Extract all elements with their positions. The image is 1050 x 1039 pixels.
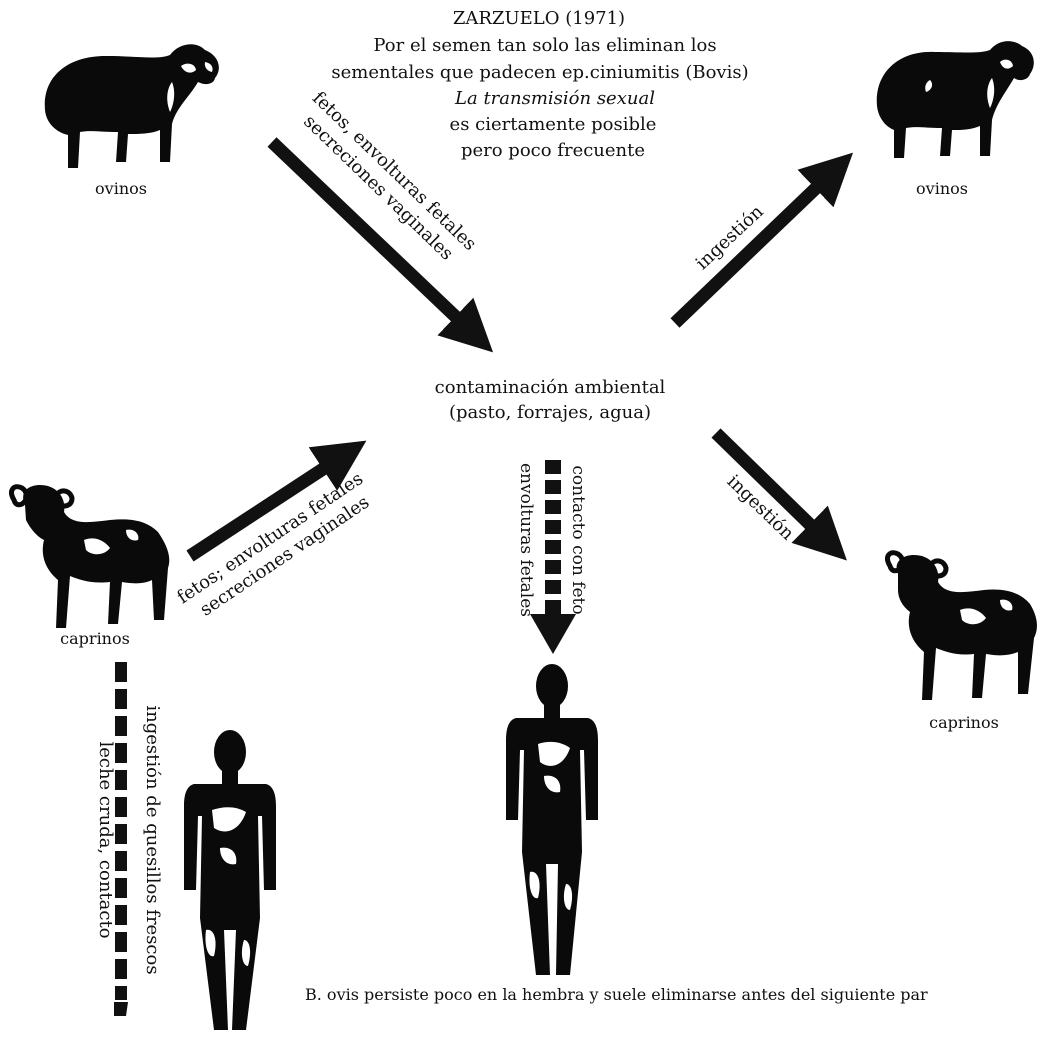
environment-node: contaminación ambiental (pasto, forrajes… [435,377,666,423]
goat-right-icon [888,553,1037,700]
sheep-left-label: ovinos [95,179,147,198]
label-env-to-human-line-2: envolturas fetales [516,463,536,617]
environment-line-1: contaminación ambiental [435,377,666,398]
label-goat-to-env-line-1: fetos; envolturas fetales [173,468,367,608]
sheep-left-icon [45,44,219,168]
sheep-right-label: ovinos [916,179,968,198]
header-title: ZARZUELO (1971) [453,8,625,29]
label-goat-to-env-line-2: secreciones vaginales [196,492,373,621]
header-line-4: es ciertamente posible [450,114,657,135]
goat-left-icon [12,485,170,628]
human-left-icon [184,730,276,1030]
header-line-3: La transmisión sexual [454,88,655,109]
header-line-5: pero poco frecuente [461,140,645,161]
label-goat-to-human: ingestión de quesillos frescos leche cru… [95,705,163,974]
human-center-icon [506,664,598,975]
environment-line-2: (pasto, forrajes, agua) [449,402,651,423]
arrow-goat-to-human-tip [114,1002,128,1016]
label-env-to-human-line-1: contacto con feto [568,465,588,614]
header-line-1: Por el semen tan solo las eliminan los [373,35,716,56]
header-line-2: sementales que padecen ep.ciniumitis (Bo… [331,62,748,83]
sheep-right-icon [877,41,1034,158]
goat-right-label: caprinos [929,713,999,732]
label-sheep-to-env-line-1: fetos, envolturas fetales [308,88,480,255]
label-goat-to-human-line-1: ingestión de quesillos frescos [142,705,163,974]
arrow-environment-to-human-head [530,614,576,654]
label-goat-to-human-line-2: leche cruda, contacto [95,741,116,938]
header-block: ZARZUELO (1971) Por el semen tan solo la… [331,8,748,161]
goat-left-label: caprinos [60,629,130,648]
arrow-environment-to-sheep [675,167,838,323]
footer-note: B. ovis persiste poco en la hembra y sue… [305,985,928,1004]
